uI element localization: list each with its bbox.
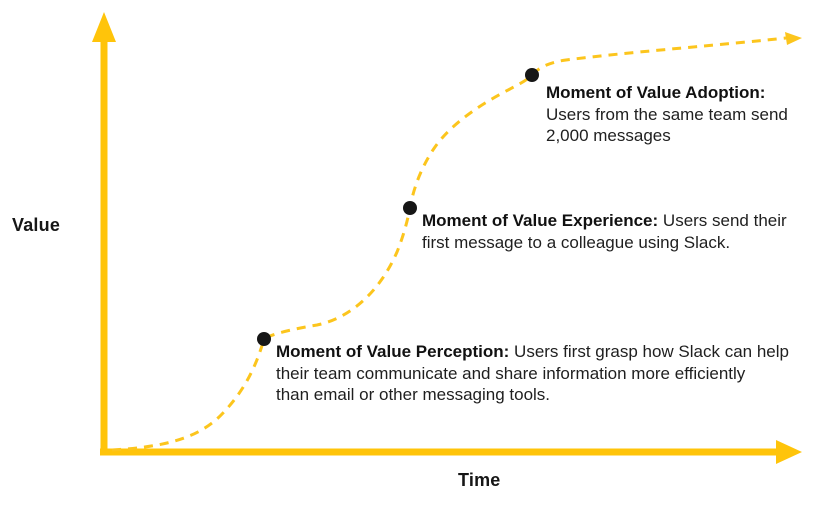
annotation-value-perception: Moment of Value Perception: Users first … bbox=[276, 341, 824, 406]
curve-end-arrow-icon bbox=[785, 32, 802, 45]
annotation-line: Moment of Value Experience: Users send t… bbox=[422, 211, 787, 230]
annotation-line: Users from the same team send bbox=[546, 104, 788, 124]
annotation-line: their team communicate and share informa… bbox=[276, 363, 746, 383]
x-axis-label: Time bbox=[458, 470, 501, 490]
milestone-dot-adoption bbox=[525, 68, 539, 82]
annotation-line: than email or other messaging tools. bbox=[276, 385, 551, 405]
annotation-line: 2,000 messages bbox=[546, 126, 671, 146]
y-axis-arrow-icon bbox=[92, 12, 116, 42]
annotation-line: Moment of Value Adoption: bbox=[546, 83, 766, 102]
x-axis-arrow-icon bbox=[776, 440, 802, 464]
annotation-value-adoption: Moment of Value Adoption: Users from the… bbox=[546, 82, 816, 147]
milestone-dot-perception bbox=[257, 332, 271, 346]
annotation-value-experience: Moment of Value Experience: Users send t… bbox=[422, 210, 824, 253]
annotation-line: Moment of Value Perception: Users first … bbox=[276, 342, 789, 361]
annotation-line: first message to a colleague using Slack… bbox=[422, 232, 731, 252]
milestone-dot-experience bbox=[403, 201, 417, 215]
y-axis-label: Value bbox=[12, 215, 61, 235]
